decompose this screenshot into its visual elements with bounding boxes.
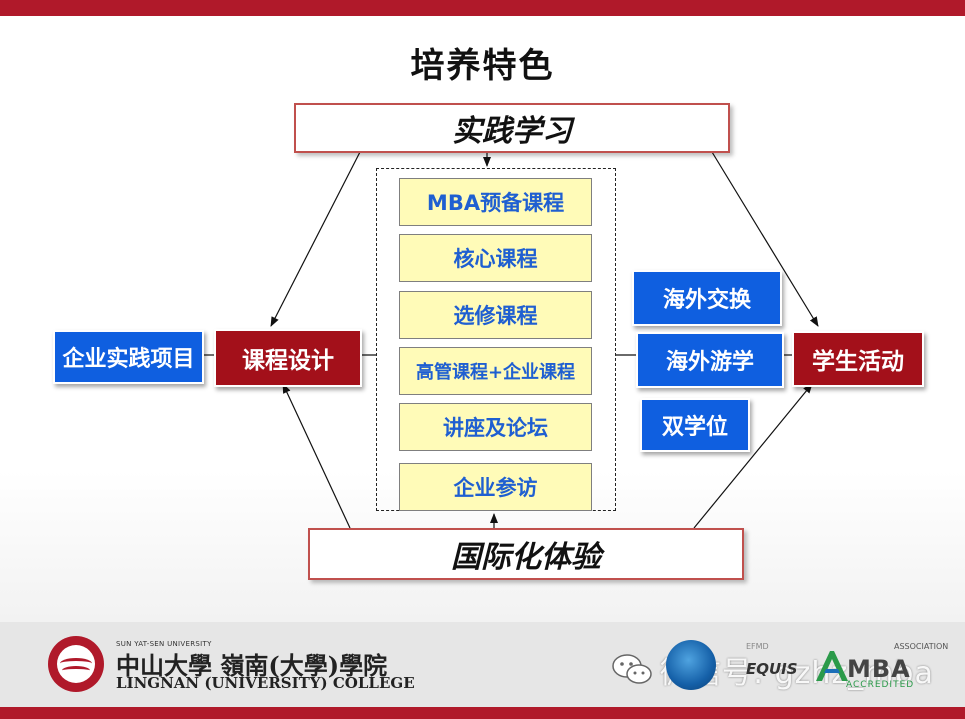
- university-name-en: LINGNAN (UNIVERSITY) COLLEGE: [116, 674, 415, 692]
- bottom-banner: 国际化体验: [308, 528, 744, 580]
- course-item: 核心课程: [399, 234, 592, 282]
- course-item: 讲座及论坛: [399, 403, 592, 451]
- amba-top-label: ASSOCIATION: [894, 642, 949, 651]
- course-design-box: 课程设计: [214, 329, 362, 387]
- university-name-small: SUN YAT-SEN UNIVERSITY: [116, 640, 212, 648]
- course-item: 企业参访: [399, 463, 592, 511]
- amba-logo-icon: [816, 651, 848, 681]
- wechat-icon: [612, 654, 652, 684]
- equis-small-label: EFMD: [746, 642, 769, 651]
- student-activity-box: 学生活动: [792, 331, 924, 387]
- footer: [0, 622, 965, 707]
- course-item: MBA预备课程: [399, 178, 592, 226]
- top-banner: 实践学习: [294, 103, 730, 153]
- overseas-study-tour-box: 海外游学: [636, 332, 784, 388]
- course-item: 选修课程: [399, 291, 592, 339]
- arrow-bottom-to-design: [282, 383, 351, 529]
- arrow-top-to-design: [270, 151, 361, 327]
- course-item: 高管课程+企业课程: [399, 347, 592, 395]
- amba-label: MBA: [847, 655, 911, 683]
- amba-bottom-label: ACCREDITED: [846, 680, 915, 690]
- arrow-bottom-to-activity: [693, 383, 813, 529]
- accreditation-globe-icon: [666, 640, 716, 690]
- top-bar: [0, 0, 965, 16]
- bottom-bar: [0, 707, 965, 719]
- page-title: 培养特色: [410, 46, 555, 86]
- arrow-top-to-activity: [711, 151, 819, 327]
- lingnan-logo-icon: [48, 636, 104, 692]
- overseas-exchange-box: 海外交换: [632, 270, 782, 326]
- equis-label: EQUIS: [746, 660, 798, 678]
- university-name-cn: 中山大學 嶺南(大學)學院: [116, 651, 388, 680]
- enterprise-project-box: 企业实践项目: [53, 330, 204, 384]
- double-degree-box: 双学位: [640, 398, 750, 452]
